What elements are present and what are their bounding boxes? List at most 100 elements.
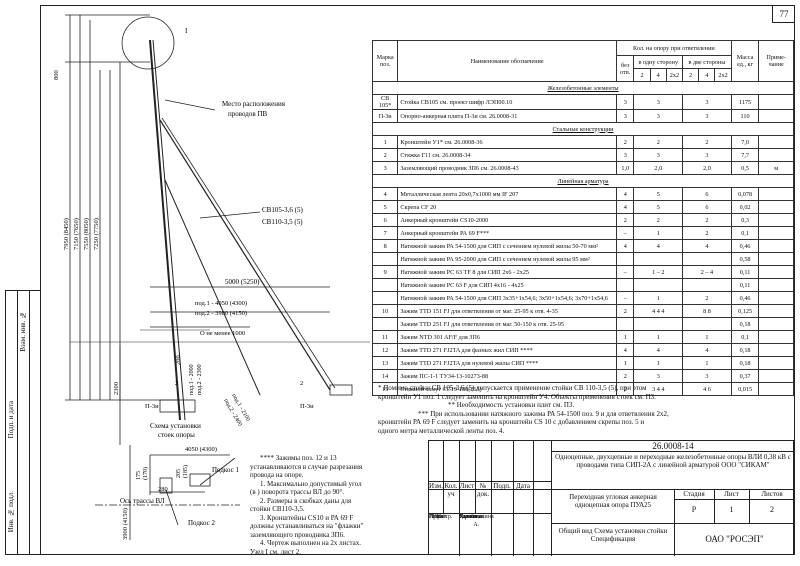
hdr-two-sides: в две стороны (682, 55, 732, 69)
cell-n (758, 200, 794, 214)
node-circle (121, 16, 175, 70)
tb-stage: Стадия (683, 490, 705, 498)
cell-name: Натяжной зажим РА 95-2000 для СИП с сече… (397, 252, 617, 266)
role-razr: Разраб. (429, 514, 448, 520)
cell-n (758, 343, 794, 357)
cell-n (758, 330, 794, 344)
cell-n (758, 213, 794, 227)
pod2-2300: под.2 - 2300 (197, 364, 203, 395)
tb-name2: Общий вид Схема установки стойки Специфи… (558, 527, 668, 543)
cell-m: 0,3 (730, 213, 760, 227)
cell-b (633, 252, 684, 266)
cell-a: – (615, 291, 635, 305)
cell-b: 4 (633, 343, 684, 357)
cell-name: Зажим ТТD 271 FJ2TA для фазных жил СИП *… (397, 343, 617, 357)
cell-name: Натяжной зажим РА 54-1500 для СИП 3х35+1… (397, 291, 617, 305)
cell-m: 0,015 (730, 382, 760, 396)
cell-c: 1 (682, 356, 732, 370)
dim-800: 800 (53, 70, 60, 80)
podkos-1: Подкос 1 (212, 466, 239, 474)
tb-h-list: Лист (459, 482, 475, 490)
spec-section-title: Линейная арматура (372, 174, 794, 188)
cell-name: Анкерный кронштейн РА 69 F*** (397, 226, 617, 240)
role-prov: Пров. (429, 514, 444, 520)
note-line: должны устанавливаться на "флажки" (250, 522, 364, 530)
tb-name1: Переходная угловая анкерная одноцепная о… (569, 493, 657, 509)
note-line: **** Зажимы поз. 12 и 13 (260, 454, 337, 462)
tb-stage-v: Р (691, 505, 697, 514)
cell-a: 3 (615, 94, 635, 110)
spec-section-row: Железобетонные элементы (372, 81, 794, 95)
cell-m: 0,11 (730, 265, 760, 279)
side-stamp: Инв. № подл. Подп. и дата Взам. инв. № (5, 290, 41, 555)
cell-a: 2 (615, 369, 635, 383)
dim-7250: 7250 (7750) (93, 218, 100, 250)
cell-n (758, 265, 794, 279)
cell-mark: 12 (371, 343, 399, 357)
cell-c (682, 252, 732, 266)
role-gip: ГИП (429, 514, 442, 520)
tb-h-doc: № док. (476, 482, 490, 498)
cell-a (615, 278, 635, 292)
cell-b: 1 (633, 291, 684, 305)
cell-a: 2 (615, 304, 635, 318)
sheet-frame (40, 5, 795, 555)
cell-b: 3 (633, 109, 684, 123)
cell-mark: 9 (371, 265, 399, 279)
cell-b: 5 (633, 187, 684, 201)
spec-section-title: Железобетонные элементы (372, 81, 794, 95)
cell-c: 3 (682, 148, 732, 162)
dim-170: (170) (142, 467, 149, 480)
tb-h-date: Дата (516, 482, 530, 490)
cell-b: 4 (633, 239, 684, 253)
hdr-c2b: 2 (682, 68, 700, 82)
cell-b: 1 (633, 226, 684, 240)
cell-c: 6 (682, 187, 732, 201)
note-line: (в ) поворота трассы ВЛ до 90°. (250, 488, 345, 496)
cell-a: 4 (615, 343, 635, 357)
place-label-2: проводов ПВ (228, 110, 267, 118)
cell-m: 0,1 (730, 330, 760, 344)
note-line: * Помимо стойки СВ 105-3,6 (5) допускает… (378, 384, 647, 392)
note-line: 2. Размеры в скобках даны для (260, 496, 352, 505)
cell-n (758, 148, 794, 162)
cell-n (758, 278, 794, 292)
cell-b: 1 – 2 (633, 265, 684, 279)
note-line: *** При использовании натяжного зажима Р… (418, 409, 669, 418)
cell-a: 1 (615, 356, 635, 370)
cell-name: Натяжной зажим РС 63 F для СИП 4х16 - 4х… (397, 278, 617, 292)
cell-c: 3 (682, 369, 732, 383)
table-row: Натяжной зажим РС 63 F для СИП 4х16 - 4х… (371, 278, 794, 292)
table-row: Натяжной зажим РА 54-1500 для СИП 3х35+1… (371, 291, 794, 305)
cell-a: 3 (615, 109, 635, 123)
cell-c: 3 (682, 94, 732, 110)
cell-n (758, 382, 794, 396)
cell-name: Стойка СВ105 см. проект шифр ЛЭП00.10 (397, 94, 617, 110)
cell-c: 4 (682, 239, 732, 253)
sv105-label: СВ105-3,6 (5) (262, 206, 304, 214)
cell-a: – (615, 226, 635, 240)
cell-n (758, 187, 794, 201)
cell-name: Кронштейн У1* см. 26.0008-36 (397, 135, 617, 149)
dim-185: (185) (182, 465, 189, 478)
cell-mark: 2 (371, 148, 399, 162)
cell-b: 3 (633, 148, 684, 162)
cell-c: 4 6 (682, 382, 732, 396)
cell-n (758, 109, 794, 123)
table-row: СВ 105*Стойка СВ105 см. проект шифр ЛЭП0… (371, 94, 794, 110)
dim-4050: 4050 (4300) (185, 446, 217, 453)
cell-name: Натяжной зажим РС 63 ТF 8 для СИП 2х6 - … (397, 265, 617, 279)
cell-b: 5 (633, 200, 684, 214)
hdr-c4: 4 (649, 68, 667, 82)
hdr-one-side: в одну сторону (633, 55, 684, 69)
cell-mark: 3 (371, 161, 399, 175)
notes-left: **** Зажимы поз. 12 и 13 устанавливаются… (250, 454, 380, 556)
note-line: 1. Максимально допустимый угол (260, 479, 362, 488)
cell-a: 3 (615, 148, 635, 162)
cell-c: 1 (682, 330, 732, 344)
